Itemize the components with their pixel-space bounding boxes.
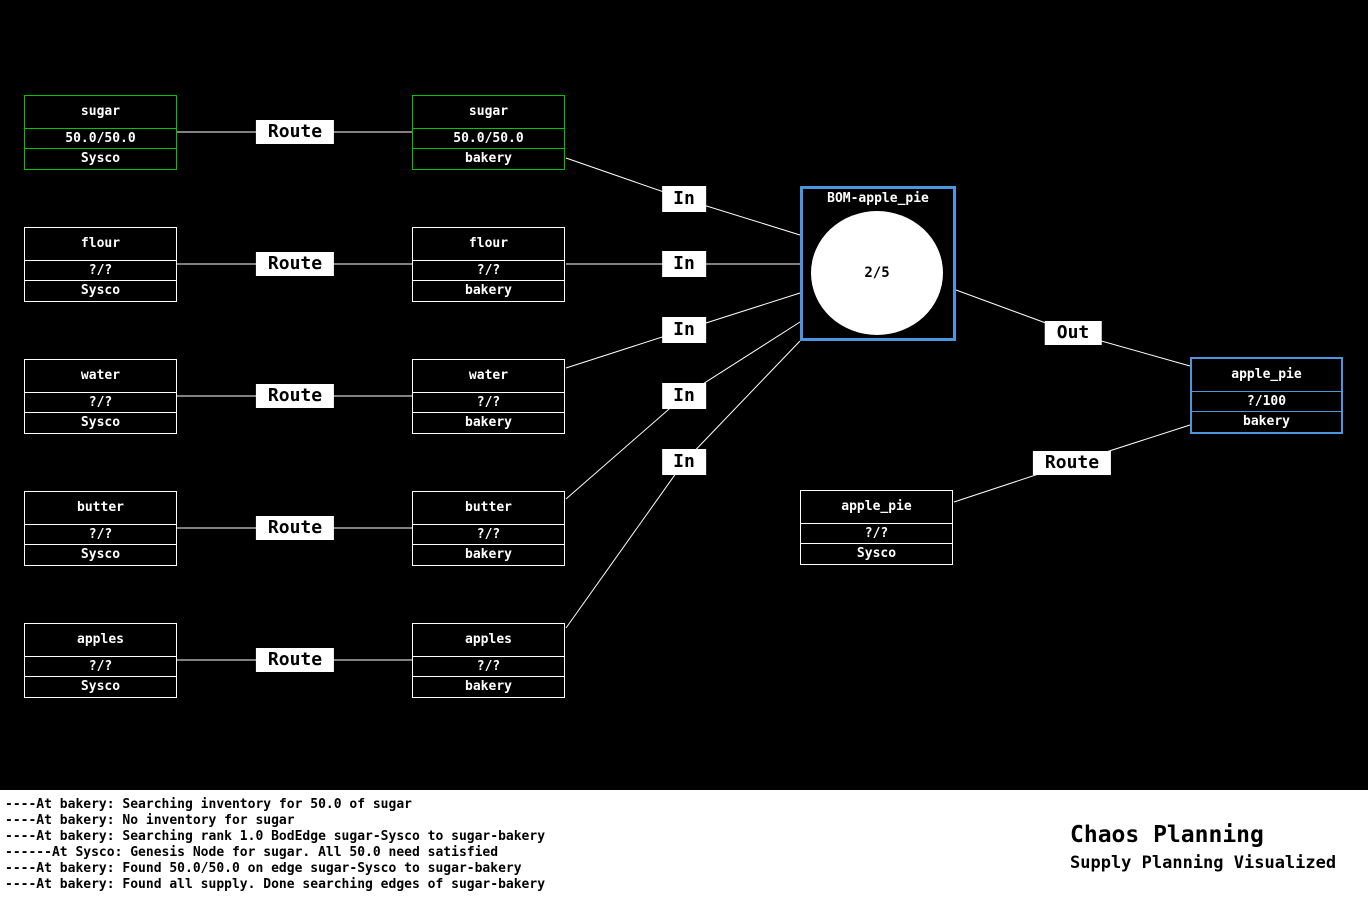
node-name: butter: [413, 492, 564, 525]
edge-label-out: Out: [1044, 321, 1102, 345]
node-name: flour: [25, 228, 176, 261]
node-butter-sysco: butter ?/? Sysco: [24, 491, 177, 566]
node-quantity: ?/100: [1192, 392, 1341, 412]
node-apple-pie-sysco: apple_pie ?/? Sysco: [800, 490, 953, 565]
node-location: bakery: [465, 415, 512, 430]
node-location: bakery: [465, 679, 512, 694]
node-apple-pie-bakery: apple_pie ?/100 bakery: [1190, 357, 1343, 434]
node-name: sugar: [413, 96, 564, 129]
node-apples-bakery: apples ?/? bakery: [412, 623, 565, 698]
log-line: ----At bakery: Searching rank 1.0 BodEdg…: [5, 829, 546, 844]
node-flour-sysco: flour ?/? Sysco: [24, 227, 177, 302]
node-location: bakery: [465, 283, 512, 298]
bom-progress-circle: 2/5: [811, 211, 943, 335]
node-name: sugar: [25, 96, 176, 129]
edge-label-route-sugar: Route: [255, 120, 335, 144]
log-line: ----At bakery: No inventory for sugar: [5, 813, 295, 828]
log-line: ----At bakery: Searching inventory for 5…: [5, 797, 412, 812]
node-name: apple_pie: [1192, 359, 1341, 392]
node-quantity: ?/?: [25, 393, 176, 413]
node-location: Sysco: [80, 679, 121, 694]
node-butter-bakery: butter ?/? bakery: [412, 491, 565, 566]
bom-title: BOM-apple_pie: [827, 191, 929, 206]
app-subtitle: Supply Planning Visualized: [1070, 853, 1337, 873]
edge-label-in-water: In: [662, 317, 706, 343]
node-quantity: ?/?: [25, 657, 176, 677]
edge-label-in-butter: In: [662, 383, 706, 409]
node-flour-bakery: flour ?/? bakery: [412, 227, 565, 302]
node-quantity: ?/?: [413, 393, 564, 413]
node-location: Sysco: [856, 546, 897, 561]
node-location: Sysco: [80, 415, 121, 430]
edge-label-route-flour: Route: [255, 252, 335, 276]
node-quantity: ?/?: [801, 524, 952, 544]
node-water-sysco: water ?/? Sysco: [24, 359, 177, 434]
node-apples-sysco: apples ?/? Sysco: [24, 623, 177, 698]
node-quantity: ?/?: [25, 525, 176, 545]
node-location: bakery: [465, 151, 512, 166]
edge-label-in-apples: In: [662, 449, 706, 475]
app-title: Chaos Planning: [1070, 822, 1264, 848]
node-quantity: ?/?: [25, 261, 176, 281]
node-location: Sysco: [80, 547, 121, 562]
edge-label-route-butter: Route: [255, 516, 335, 540]
edge-label-route-water: Route: [255, 384, 335, 408]
node-water-bakery: water ?/? bakery: [412, 359, 565, 434]
node-quantity: ?/?: [413, 525, 564, 545]
edge-label-in-flour: In: [662, 251, 706, 277]
node-location: Sysco: [80, 151, 121, 166]
log-line: ----At bakery: Found all supply. Done se…: [5, 877, 546, 892]
node-quantity: ?/?: [413, 657, 564, 677]
log-line: ------At Sysco: Genesis Node for sugar. …: [5, 845, 499, 860]
search-log: ----At bakery: Searching inventory for 5…: [5, 797, 545, 893]
edge-label-route-apple-pie: Route: [1032, 451, 1112, 475]
bom-progress-value: 2/5: [864, 265, 890, 281]
node-name: apples: [413, 624, 564, 657]
node-location: bakery: [465, 547, 512, 562]
node-bom-apple-pie: BOM-apple_pie 2/5: [800, 186, 956, 341]
node-name: butter: [25, 492, 176, 525]
node-quantity: ?/?: [413, 261, 564, 281]
node-name: water: [413, 360, 564, 393]
node-name: water: [25, 360, 176, 393]
edge-label-route-apples: Route: [255, 648, 335, 672]
log-line: ----At bakery: Found 50.0/50.0 on edge s…: [5, 861, 522, 876]
node-sugar-sysco: sugar 50.0/50.0 Sysco: [24, 95, 177, 170]
footer-panel: ----At bakery: Searching inventory for 5…: [0, 790, 1368, 912]
node-name: apples: [25, 624, 176, 657]
node-quantity: 50.0/50.0: [25, 129, 176, 149]
node-location: Sysco: [80, 283, 121, 298]
node-quantity: 50.0/50.0: [413, 129, 564, 149]
node-name: apple_pie: [801, 491, 952, 524]
node-location: bakery: [1243, 414, 1290, 429]
node-sugar-bakery: sugar 50.0/50.0 bakery: [412, 95, 565, 170]
node-name: flour: [413, 228, 564, 261]
edge-label-in-sugar: In: [662, 186, 706, 212]
